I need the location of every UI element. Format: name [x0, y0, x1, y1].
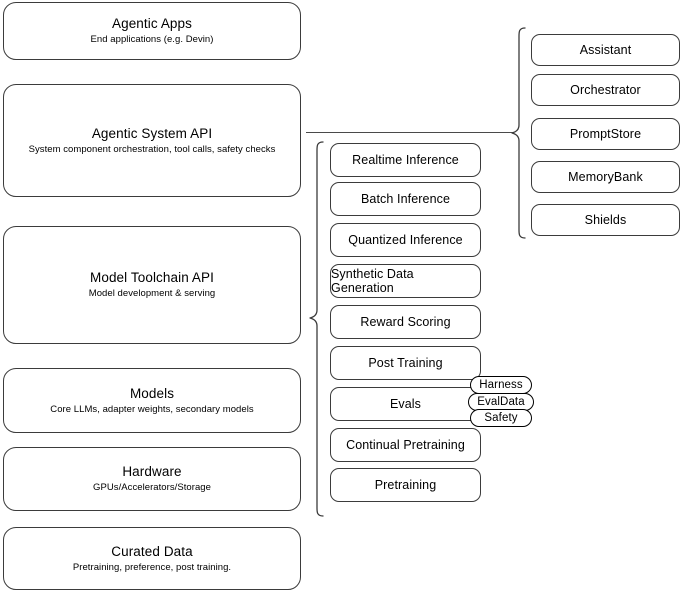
stack-subtitle: GPUs/Accelerators/Storage: [93, 482, 211, 493]
stack-box-agentic-system-api[interactable]: Agentic System API System component orch…: [3, 84, 301, 197]
stack-box-hardware[interactable]: Hardware GPUs/Accelerators/Storage: [3, 447, 301, 511]
item-label: Evals: [389, 397, 422, 411]
item-assistant[interactable]: Assistant: [531, 34, 680, 66]
stack-box-model-toolchain-api[interactable]: Model Toolchain API Model development & …: [3, 226, 301, 344]
stack-box-models[interactable]: Models Core LLMs, adapter weights, secon…: [3, 368, 301, 433]
pill-label: Safety: [484, 412, 518, 424]
stack-box-curated-data[interactable]: Curated Data Pretraining, preference, po…: [3, 527, 301, 590]
item-label: Continual Pretraining: [346, 438, 465, 452]
item-promptstore[interactable]: PromptStore: [531, 118, 680, 150]
item-post-training[interactable]: Post Training: [330, 346, 481, 380]
pill-harness[interactable]: Harness: [470, 376, 532, 394]
stack-subtitle: Core LLMs, adapter weights, secondary mo…: [50, 403, 254, 415]
item-label: Assistant: [579, 43, 632, 57]
stack-title: Hardware: [122, 464, 182, 479]
stack-title: Model Toolchain API: [90, 270, 214, 285]
item-label: Orchestrator: [570, 83, 641, 97]
item-shields[interactable]: Shields: [531, 204, 680, 236]
item-label: Reward Scoring: [360, 315, 451, 329]
item-realtime-inference[interactable]: Realtime Inference: [330, 143, 481, 177]
item-label: Post Training: [368, 356, 443, 370]
item-evals[interactable]: Evals: [330, 387, 481, 421]
stack-subtitle: Model development & serving: [88, 288, 216, 299]
item-memorybank[interactable]: MemoryBank: [531, 161, 680, 193]
stack-subtitle: Pretraining, preference, post training.: [72, 561, 232, 573]
stack-subtitle: System component orchestration, tool cal…: [28, 143, 276, 155]
item-label: Pretraining: [374, 478, 437, 492]
middle-group-brace: [309, 141, 324, 517]
item-quantized-inference[interactable]: Quantized Inference: [330, 223, 481, 257]
item-batch-inference[interactable]: Batch Inference: [330, 182, 481, 216]
item-reward-scoring[interactable]: Reward Scoring: [330, 305, 481, 339]
item-label: Realtime Inference: [352, 153, 459, 167]
item-synthetic-data-generation[interactable]: Synthetic Data Generation: [330, 264, 481, 298]
item-label: Synthetic Data Generation: [331, 267, 414, 295]
stack-box-agentic-apps[interactable]: Agentic Apps End applications (e.g. Devi…: [3, 2, 301, 60]
pill-label: Harness: [479, 379, 523, 391]
item-label: Shields: [584, 213, 627, 227]
item-label: Batch Inference: [360, 192, 451, 206]
item-continual-pretraining[interactable]: Continual Pretraining: [330, 428, 481, 462]
item-label: Quantized Inference: [348, 233, 463, 247]
item-label: PromptStore: [569, 127, 642, 141]
right-group-brace: [511, 27, 526, 239]
stack-title: Models: [129, 385, 175, 401]
pill-label: EvalData: [477, 396, 525, 408]
pill-safety[interactable]: Safety: [470, 409, 532, 427]
stack-title: Agentic Apps: [111, 16, 192, 31]
item-pretraining[interactable]: Pretraining: [330, 468, 481, 502]
stack-subtitle: End applications (e.g. Devin): [90, 34, 214, 45]
item-label: MemoryBank: [568, 170, 643, 184]
connector-agentic-system-to-right-group: [306, 132, 514, 134]
item-orchestrator[interactable]: Orchestrator: [531, 74, 680, 106]
stack-title: Agentic System API: [91, 125, 213, 141]
stack-title: Curated Data: [111, 543, 193, 559]
